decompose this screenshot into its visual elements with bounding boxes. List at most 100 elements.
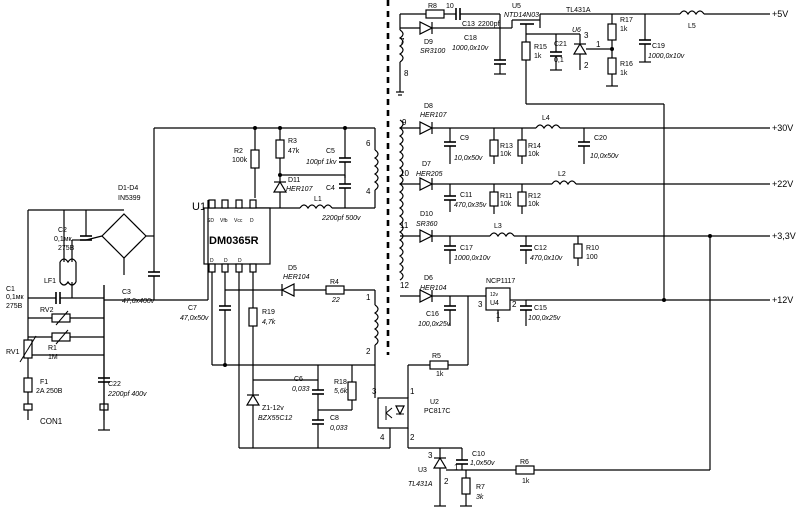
diode-d8	[419, 121, 434, 135]
resistor-r11	[489, 191, 499, 207]
r15-label: R15	[534, 44, 547, 51]
c12-value: 470,0x10v	[530, 255, 563, 262]
resistor-r6	[515, 465, 535, 475]
r2-value: 100k	[232, 157, 248, 164]
transformer-pin-12: 12	[400, 281, 409, 290]
l5-label: L5	[688, 23, 696, 30]
diode-d5	[280, 283, 295, 297]
r5-label: R5	[432, 353, 441, 360]
c18-label: C18	[464, 35, 477, 42]
c20-label: C20	[594, 135, 607, 142]
l1-value: 2200pf 500v	[321, 215, 361, 222]
resistor-r8	[425, 9, 445, 19]
r16-label: R16	[620, 61, 633, 68]
f1-label: F1	[40, 379, 48, 386]
r8-label: R8	[428, 3, 437, 10]
shunt-regulator-u6	[572, 42, 588, 55]
c4-label: C4	[326, 185, 335, 192]
l4-label: L4	[542, 115, 550, 122]
zener-z1	[245, 393, 261, 406]
r18-value: 5,6k	[334, 388, 348, 395]
f1-value: 2A 250B	[36, 388, 63, 395]
transformer-pin-1: 1	[366, 293, 371, 302]
c21-label: C21	[554, 41, 567, 48]
c15-value: 100,0x25v	[528, 315, 561, 322]
resistor-r4	[325, 285, 345, 295]
r5-value: 1k	[436, 371, 444, 378]
c20-value: 10,0x50v	[590, 153, 619, 160]
c19-value: 1000,0x10v	[648, 53, 685, 60]
c6-value: 0,033	[292, 386, 310, 393]
bridge-rectifier	[101, 213, 147, 259]
r17-value: 1k	[620, 26, 628, 33]
u4-pin-3: 3	[478, 300, 483, 309]
rail-30v: +30V	[772, 123, 793, 133]
d10-label: D10	[420, 211, 433, 218]
u1-pin-d-4: D	[238, 258, 242, 264]
u3-value: TL431A	[408, 481, 433, 488]
d11-value: HER107	[286, 186, 314, 193]
d8-label: D8	[424, 103, 433, 110]
u2-pin-2: 2	[410, 433, 415, 442]
r3-label: R3	[288, 138, 297, 145]
rv1-label: RV1	[6, 349, 20, 356]
c3-label: C3	[122, 289, 131, 296]
inductor-l3	[489, 232, 515, 238]
r4-value: 22	[331, 297, 340, 304]
d7-label: D7	[422, 161, 431, 168]
resistor-r12	[517, 191, 527, 207]
transformer-pin-8: 8	[404, 69, 409, 78]
inductor-lf1	[59, 258, 77, 264]
c22-value: 2200pf 400v	[107, 391, 147, 398]
varistor-rv2	[51, 313, 71, 323]
c9-label: C9	[460, 135, 469, 142]
d6-label: D6	[424, 275, 433, 282]
secondary-section: 7 8 9 10 11 12 R8 10 C13 2200pf D9 SR310…	[372, 3, 796, 507]
resistor-r5	[429, 360, 449, 370]
r7-label: R7	[476, 484, 485, 491]
resistor-r7	[461, 477, 471, 495]
resistor-r2	[250, 149, 260, 169]
d6-value: HER104	[420, 285, 447, 292]
u6-ref: U6	[572, 27, 581, 34]
z1-value: BZX55C12	[258, 415, 292, 422]
diode-d6	[419, 289, 434, 303]
c17-label: C17	[460, 245, 473, 252]
optocoupler-u2	[377, 397, 409, 429]
r1-label: R1	[48, 345, 57, 352]
u6-pin-2: 2	[584, 61, 589, 70]
c1-value: 0,1мк	[6, 294, 25, 301]
transformer-pin-6: 6	[366, 139, 371, 148]
u4-part: NCP1117	[486, 278, 515, 285]
u4-sub: 12v	[490, 292, 499, 298]
diode-d11	[272, 180, 288, 193]
input-section: CON1 F1 2A 250B RV1 R1 1M RV2 C1 0,1мк 2…	[6, 128, 208, 431]
rv2-label: RV2	[40, 307, 54, 314]
c2-value: 0,1мк	[54, 236, 73, 243]
r3-value: 47k	[288, 148, 300, 155]
r6-label: R6	[520, 459, 529, 466]
r7-value: 3k	[476, 494, 484, 501]
u3-pin-2: 2	[444, 477, 449, 486]
resistor-r17	[607, 23, 617, 41]
diode-d7	[419, 177, 434, 191]
u1-pin-d: D	[250, 218, 254, 224]
u6-part: TL431A	[566, 7, 591, 14]
rail-12v: +12V	[772, 295, 793, 305]
connector-pin	[23, 403, 33, 411]
r18-label: R18	[334, 379, 347, 386]
inductor-l5	[679, 10, 705, 16]
inductor-l1	[299, 204, 333, 210]
r4-label: R4	[330, 279, 339, 286]
r8-value: 10	[446, 3, 454, 10]
resistor-r10	[573, 243, 583, 259]
u1-pin-vfb: Vfb	[220, 218, 228, 224]
r14-value: 10k	[528, 151, 540, 158]
r2-label: R2	[234, 148, 243, 155]
ic-u1	[203, 207, 271, 265]
shunt-regulator-u3	[432, 456, 448, 469]
r10-label: R10	[586, 245, 599, 252]
c12-label: C12	[534, 245, 547, 252]
c13-value: 2200pf	[478, 21, 499, 28]
